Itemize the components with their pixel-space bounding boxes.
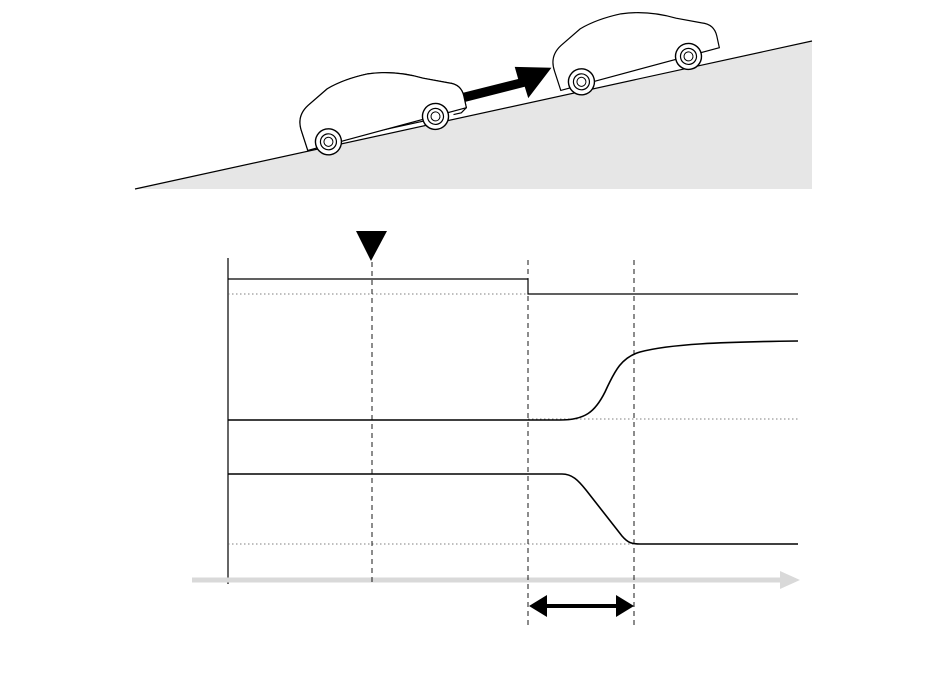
arrow-right-icon — [462, 66, 552, 102]
signal-step — [228, 278, 798, 295]
wheel — [314, 128, 343, 156]
car-icon — [299, 72, 468, 156]
signal-rise — [228, 340, 799, 421]
signal-fall — [228, 473, 798, 545]
car-icon — [552, 12, 721, 96]
timing-chart — [192, 231, 800, 625]
reference-lines — [228, 293, 798, 545]
time-axis-arrow — [192, 571, 800, 589]
time-markers — [371, 260, 635, 625]
wheel — [567, 68, 596, 96]
slope-line — [134, 40, 813, 190]
double-arrow-icon — [529, 595, 634, 617]
wheel — [674, 42, 703, 71]
triangle-down-icon — [356, 231, 387, 261]
wheel — [421, 102, 450, 131]
hill-slope — [134, 40, 813, 190]
